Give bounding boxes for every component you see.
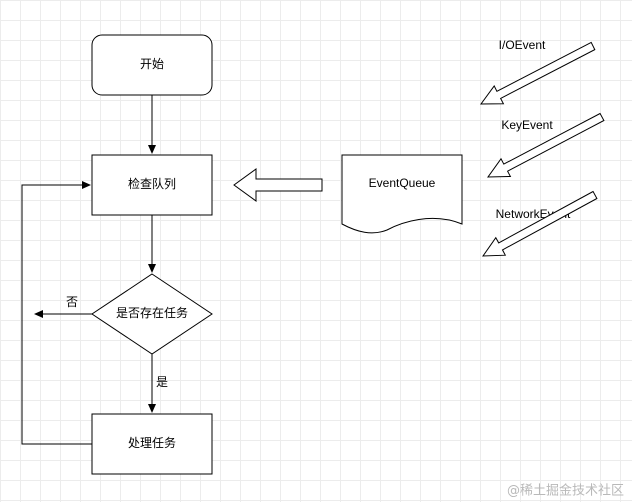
- watermark: @稀土掘金技术社区: [507, 483, 624, 499]
- network-event-arrow: [482, 190, 598, 257]
- event-queue-document[interactable]: [341, 154, 463, 234]
- queue-to-check-arrow: [233, 168, 323, 202]
- io-event-arrow: [480, 41, 596, 105]
- event-queue-label: EventQueue: [369, 176, 436, 190]
- start-node-label: 开始: [140, 57, 164, 71]
- process-task-node[interactable]: [91, 413, 213, 475]
- connector-loop-back: [21, 181, 92, 445]
- check-queue-node[interactable]: [91, 154, 213, 216]
- process-task-label: 处理任务: [128, 435, 176, 450]
- event-label-key: KeyEvent: [501, 118, 553, 132]
- no-label: 否: [66, 295, 78, 309]
- key-event-arrow: [487, 112, 605, 178]
- has-task-label: 是否存在任务: [116, 305, 188, 320]
- yes-label: 是: [156, 375, 168, 389]
- check-queue-label: 检查队列: [128, 176, 176, 191]
- event-label-io: I/OEvent: [499, 38, 546, 52]
